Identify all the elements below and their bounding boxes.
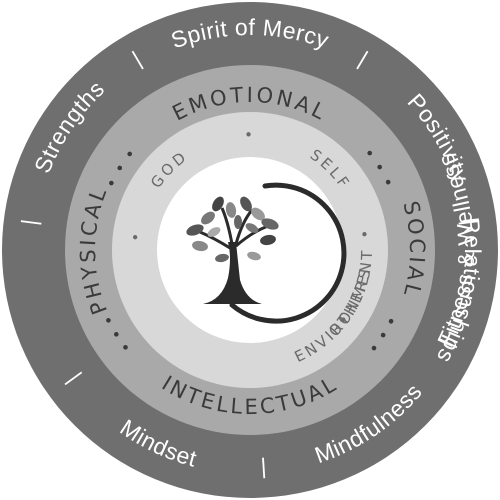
core-circle [157, 157, 343, 343]
outer-separator: | [260, 453, 267, 478]
inner-dot: • [354, 229, 373, 243]
inner-dot: • [244, 126, 256, 144]
tree-of-life-icon [186, 182, 347, 324]
outer-separator: | [16, 218, 42, 227]
outer-separator: | [458, 218, 484, 227]
inner-dot: • [126, 229, 145, 243]
